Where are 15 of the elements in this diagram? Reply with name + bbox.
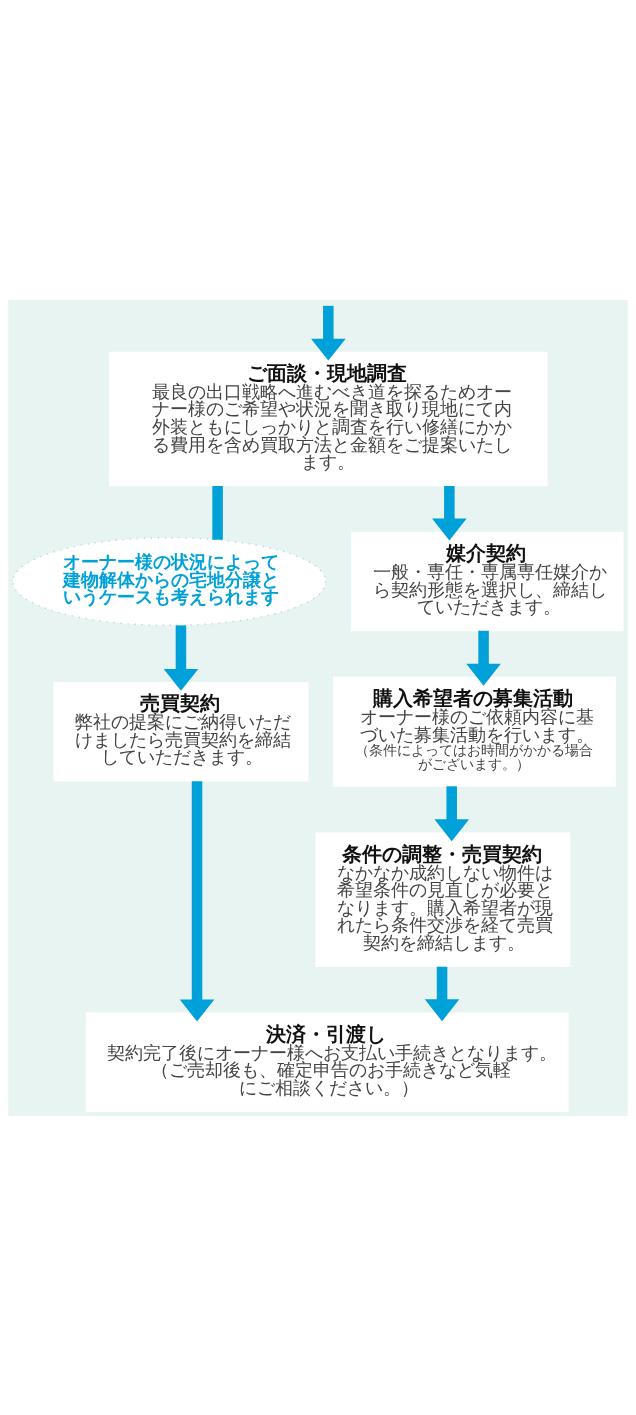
- arrow: [432, 485, 467, 540]
- arrow: [179, 780, 215, 1021]
- arrow: [163, 624, 199, 691]
- arrow: [434, 785, 469, 841]
- node-box: 売買契約 弊社の提案にご納得いただけましたら売買契約を締結していただきます。: [53, 681, 309, 781]
- arrow: [466, 630, 501, 686]
- node-box: ご面談・現地調査 最良の出口戦略へ進むべき道を探るためオーナー様のご希望や状況を聞き取り現地にて内外装ともにしっかりと調査を行い修繕にかかる費用を含め買取方法と金額をご提案いたします。: [109, 351, 548, 486]
- node-box: 媒介契約 一般・専任・専属専任媒介から契約形態を選択し、締結していただきます。: [351, 531, 624, 631]
- arrow: [311, 305, 346, 361]
- node-box: 決済・引渡し 契約完了後にオーナー様へお支払い手続きとなります。 （ご売却後も、確定申告のお手続きなど気軽にご相談ください。）: [85, 1012, 569, 1112]
- node-box: 条件の調整・売買契約 なかなか成約しない物件は希望条件の見直しが必要となります。購入希望者が現れたら条件交渉を経て売買契約を締結します。: [315, 831, 571, 967]
- node-box: 購入希望者の募集活動 オーナー様のご依頼内容に基づいた募集活動を行います。 （条件によってはお時間がかかる場合がございます。）: [333, 676, 616, 787]
- arrow: [424, 966, 460, 1021]
- node-ellipse: オーナー様の状況によって建物解体からの宅地分譲というケースも考えられます: [12, 536, 327, 626]
- connector: [212, 485, 223, 540]
